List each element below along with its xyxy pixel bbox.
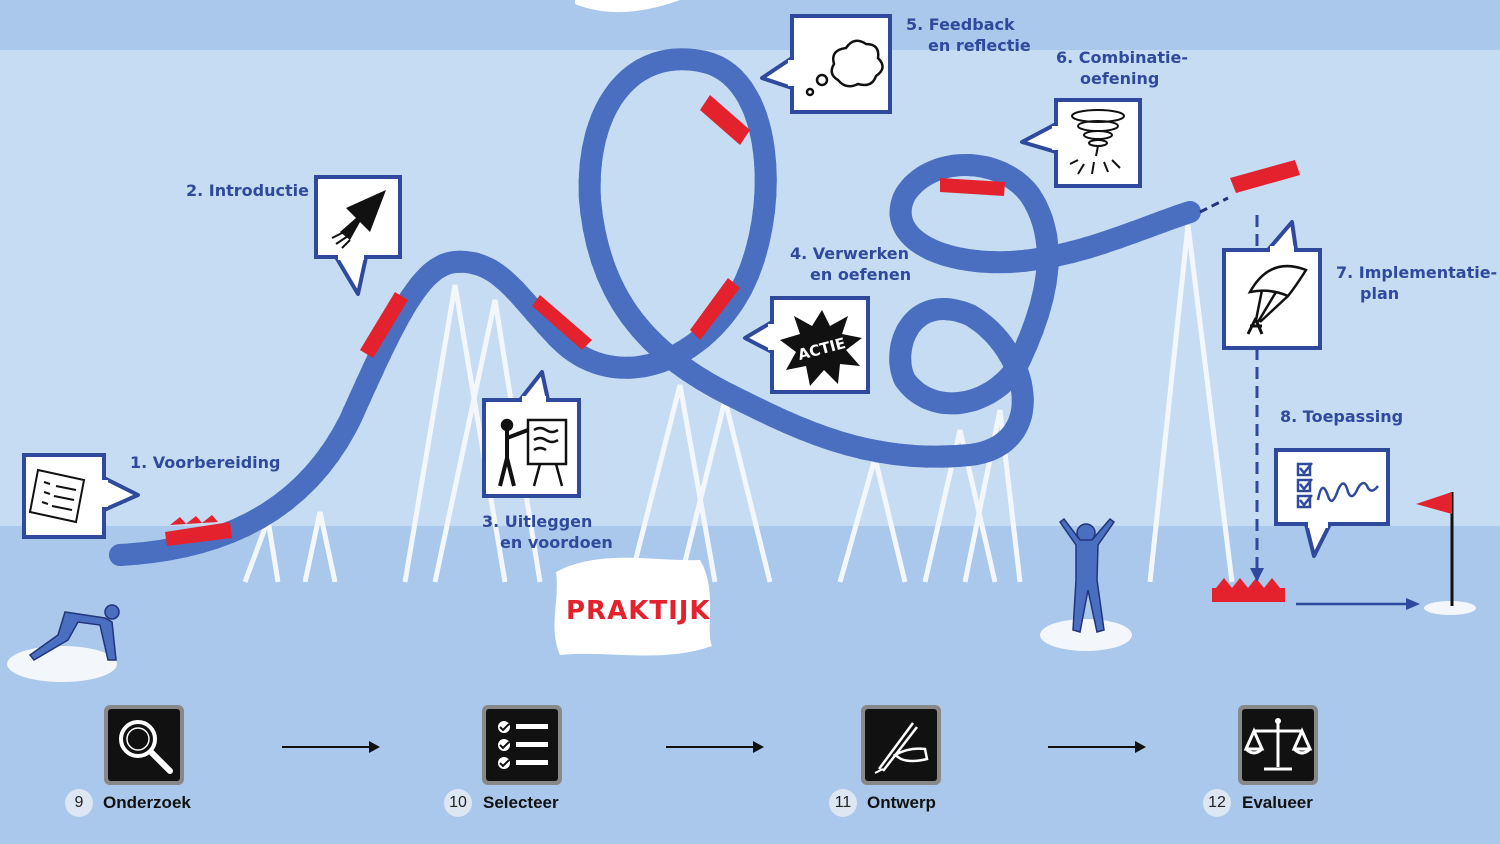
- magnifier-icon: [119, 720, 173, 774]
- track-supports: [242, 224, 1235, 583]
- runner-start-figure: [28, 604, 120, 661]
- station-label-6-line2: oefening: [1080, 69, 1160, 88]
- car-3: [532, 295, 592, 350]
- bubble-3: [482, 370, 581, 498]
- step-number-10: 10: [444, 789, 472, 817]
- station-label-7-line2: plan: [1360, 284, 1400, 303]
- bubble-6: [1020, 98, 1142, 188]
- station-label-2: 2. Introductie: [186, 181, 309, 200]
- station-label-6-line1: Combinatie-: [1078, 48, 1188, 67]
- arrow-10-11: [666, 741, 764, 753]
- cheer-platform: [1040, 619, 1132, 651]
- cheering-figure: [1058, 517, 1116, 633]
- pen-hand-icon: [874, 722, 929, 774]
- step-number-9: 9: [65, 789, 93, 817]
- cloud-top: [575, 0, 680, 13]
- car-2: [360, 292, 408, 358]
- bubble-4: ACTIE: [743, 296, 870, 394]
- station-label-4-line2: en oefenen: [810, 265, 912, 284]
- bubble-7: [1222, 220, 1322, 350]
- car-4: [690, 278, 740, 340]
- checklist-icon: [498, 721, 548, 769]
- checklist-icon: [28, 468, 86, 524]
- step-number-11: 11: [829, 789, 857, 817]
- coaster-cars: [165, 95, 1300, 602]
- station-label-7: 7. Implementatie-plan: [1336, 263, 1498, 303]
- thought-cloud-icon: [805, 39, 884, 97]
- station-label-6: 6. Combinatie-oefening: [1056, 48, 1188, 88]
- praktijk-text: PRAKTIJK: [566, 596, 711, 626]
- rocket-icon: [331, 190, 386, 249]
- finish-flag-icon: [1416, 492, 1454, 606]
- step-number-12: 12: [1203, 789, 1231, 817]
- car-8-seats: [1216, 578, 1280, 588]
- step-label-12: Evalueer: [1242, 793, 1313, 812]
- station-label-1: 1. Voorbereiding: [130, 453, 281, 472]
- top-band: [0, 0, 1500, 50]
- tornado-icon: [1069, 109, 1125, 175]
- arrow-11-12: [1048, 741, 1146, 753]
- praktijk-brush: [554, 557, 712, 656]
- drop-arrowhead: [1250, 568, 1264, 582]
- station-label-5-line1: Feedback: [928, 15, 1015, 34]
- car-8: [1212, 588, 1285, 602]
- finish-arrowhead: [1406, 598, 1420, 610]
- ground-area: [0, 526, 1500, 844]
- step-label-11: Ontwerp: [867, 793, 936, 812]
- station-label-3-line2: en voordoen: [500, 533, 613, 552]
- arrow-9-10: [282, 741, 380, 753]
- car-1: [165, 522, 232, 546]
- station-label-8: 8. Toepassing: [1280, 407, 1404, 426]
- start-platform: [7, 646, 117, 682]
- checklist-signature-icon: [1296, 462, 1379, 509]
- car-1-seats: [170, 515, 218, 525]
- car-6: [940, 178, 1005, 196]
- flag-base: [1424, 601, 1476, 615]
- bubble-2: [314, 175, 402, 296]
- station-label-4-line1: Verwerken: [812, 244, 910, 263]
- actie-burst-icon: ACTIE: [780, 310, 862, 386]
- bubble-1: [22, 453, 140, 539]
- step-label-9: Onderzoek: [103, 793, 191, 812]
- station-label-5-line2: en reflectie: [928, 36, 1031, 55]
- step-11-tile: [861, 705, 941, 785]
- presenter-icon: [498, 418, 568, 487]
- parachute-icon: [1246, 264, 1308, 335]
- scales-icon: [1243, 718, 1313, 771]
- step-9-tile: [104, 705, 184, 785]
- station-label-3-line1: Uitleggen: [504, 512, 593, 531]
- step-label-10: Selecteer: [483, 793, 559, 812]
- step-12-tile: [1238, 705, 1318, 785]
- coaster-track: [109, 59, 1229, 566]
- car-5: [700, 95, 750, 145]
- bubble-5: [760, 14, 892, 114]
- car-7: [1230, 160, 1300, 193]
- bubble-8: [1274, 448, 1390, 558]
- step-10-tile: [482, 705, 562, 785]
- station-label-7-line1: Implementatie-: [1358, 263, 1498, 282]
